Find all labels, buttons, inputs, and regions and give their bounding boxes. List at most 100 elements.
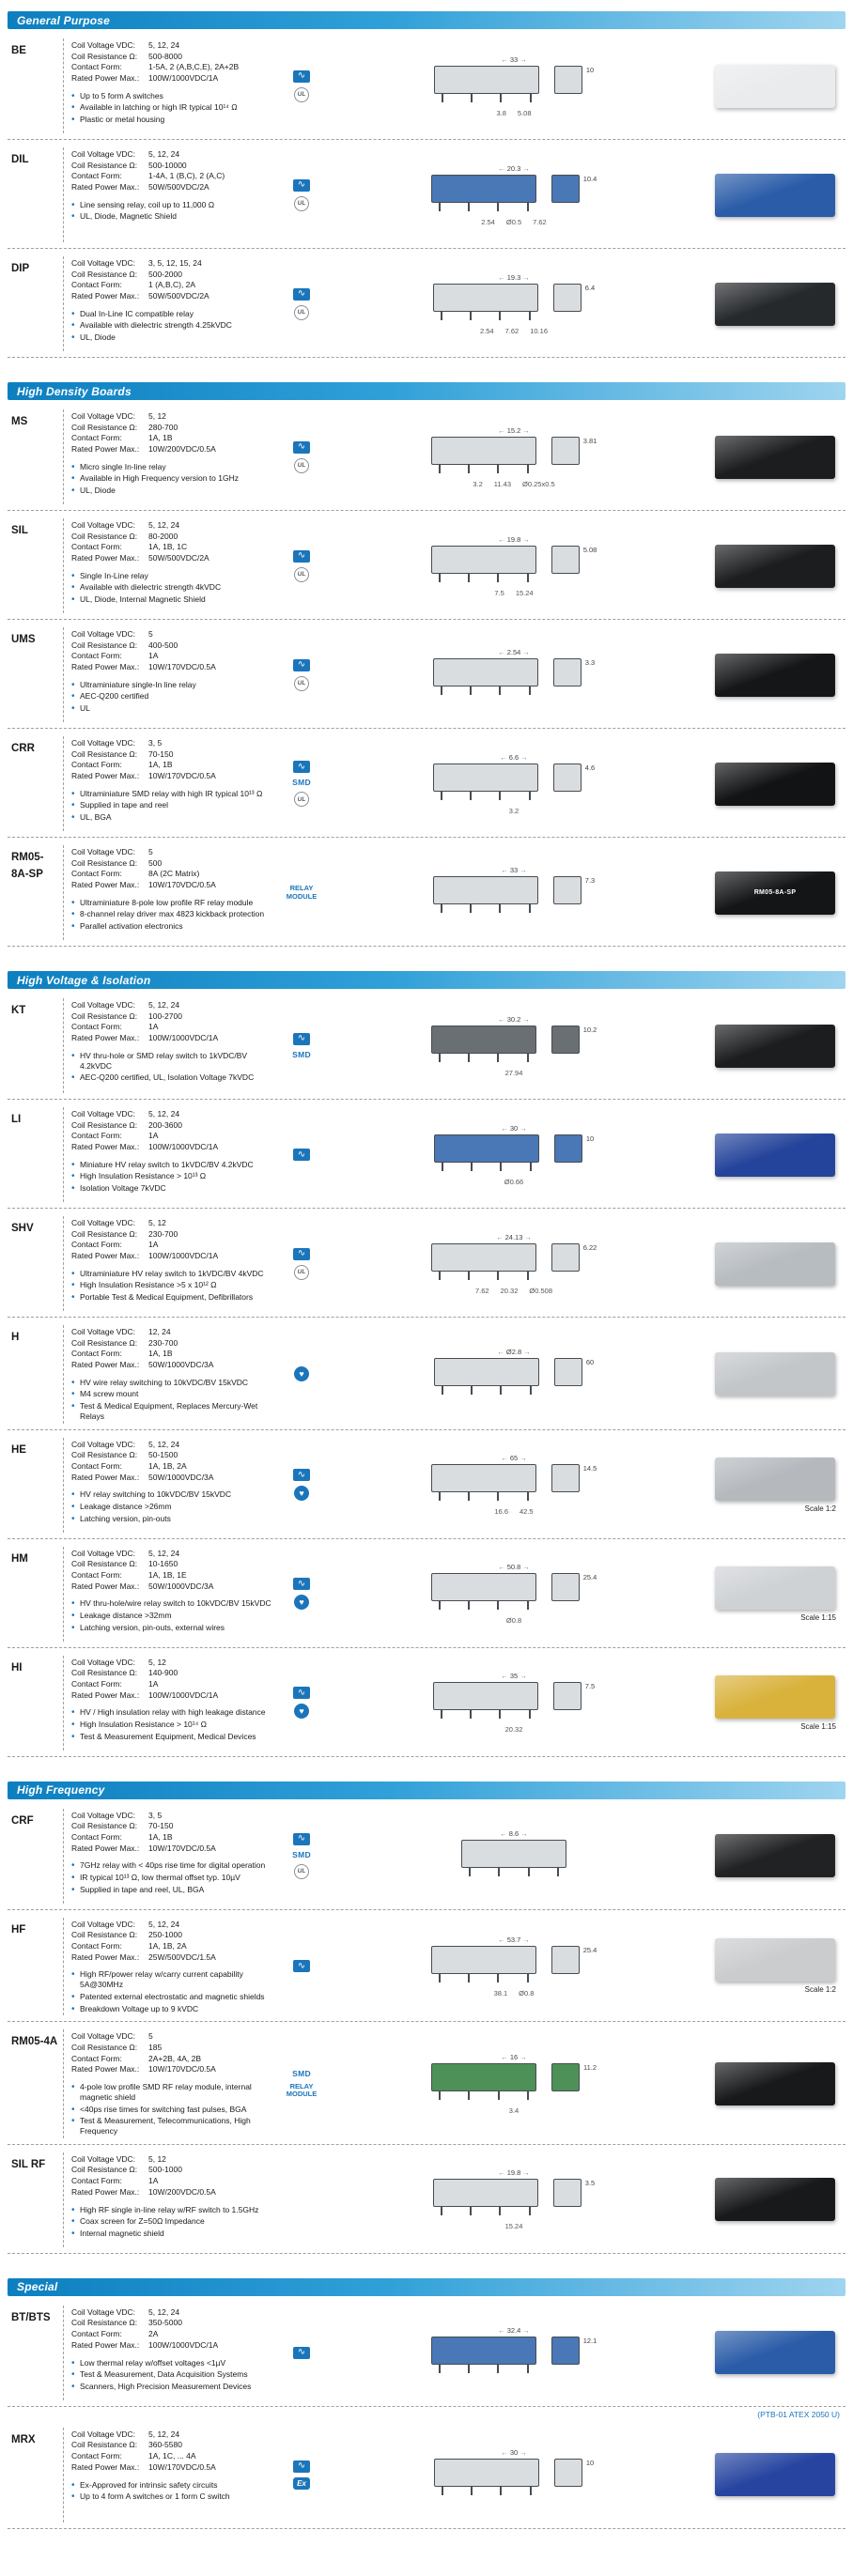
- spec-label-coil-resistance: Coil Resistance Ω:: [71, 51, 138, 61]
- feature-bullet: Ex-Approved for intrinsic safety circuit…: [71, 2479, 276, 2491]
- dimension-value: 2.54: [480, 326, 494, 335]
- relay-side-outline: [551, 174, 580, 203]
- product-info: Coil Voltage VDC: 3, 5, 12, 15, 24 Coil …: [64, 256, 282, 351]
- smd-badge: SMD: [292, 1050, 311, 1059]
- feature-list: Low thermal relay w/offset voltages <1µV…: [71, 2357, 276, 2393]
- spec-value-contact-form: 1A: [148, 651, 159, 661]
- feature-list: Ultraminiature 8-pole low profile RF rel…: [71, 897, 276, 933]
- feature-bullet: Ultraminiature SMD relay with high IR ty…: [71, 788, 276, 800]
- spec-label-rated-power: Rated Power Max.:: [71, 662, 140, 672]
- section-rows: CRF Coil Voltage VDC: 3, 5 Coil Resistan…: [8, 1801, 845, 2254]
- dimension-value: 3.81: [582, 436, 597, 445]
- product-photo: [715, 1242, 835, 1286]
- dimension-value: 60: [585, 1357, 595, 1366]
- drawing-top-view: [432, 283, 538, 320]
- drawing-views: 14.5: [430, 1464, 597, 1502]
- badge-text: ∿: [297, 550, 306, 561]
- dimension-label-top: 24.13: [496, 1233, 532, 1242]
- drawing-top-view: [430, 1025, 536, 1062]
- relay-pins: [438, 1973, 529, 1982]
- spec-value-contact-form: 1A: [148, 1131, 159, 1141]
- dimension-value: 6.22: [582, 1242, 597, 1252]
- feature-list: Line sensing relay, coil up to 11,000 ΩU…: [71, 199, 276, 224]
- medical-heartbeat-icon: ♥: [294, 1366, 309, 1382]
- photo-column: Scale 1:15: [706, 1656, 844, 1751]
- section-rows: KT Coil Voltage VDC: 5, 12, 24 Coil Resi…: [8, 991, 845, 1757]
- spec-value-contact-form: 1A: [148, 1679, 159, 1689]
- drawing-views: 10: [433, 65, 594, 102]
- spec-label-coil-resistance: Coil Resistance Ω:: [71, 2165, 138, 2175]
- spec-label-coil-resistance: Coil Resistance Ω:: [71, 1821, 138, 1831]
- feature-list: Single In-Line relayAvailable with diele…: [71, 570, 276, 606]
- ul-certification-icon: UL: [294, 675, 309, 691]
- spec-value-contact-form: 1A, 1B: [148, 433, 173, 443]
- feature-bullet: High Insulation Resistance > 10¹⁴ Ω: [71, 1719, 276, 1731]
- badge-text: SMD: [292, 1049, 311, 1059]
- spec-table: Coil Voltage VDC: 12, 24 Coil Resistance…: [71, 1327, 276, 1371]
- product-photo: [715, 1133, 835, 1177]
- signal-waveform-icon: ∿: [293, 1469, 310, 1482]
- spec-table: Coil Voltage VDC: 5, 12 Coil Resistance …: [71, 1658, 276, 1702]
- relay-body-outline: [430, 1025, 536, 1054]
- spec-table: Coil Voltage VDC: 5, 12, 24 Coil Resista…: [71, 149, 276, 193]
- product-info: Coil Voltage VDC: 5, 12, 24 Coil Resista…: [64, 2428, 282, 2522]
- spec-label-coil-resistance: Coil Resistance Ω:: [71, 1228, 138, 1239]
- spec-value-contact-form: 1A, 1B, 1C: [148, 542, 188, 552]
- photo-column: [706, 736, 844, 831]
- drawing-views: 7.3: [432, 876, 595, 913]
- product-name-column: DIP: [9, 256, 64, 351]
- dimension-value: 10: [585, 2458, 595, 2467]
- spec-value-rated-power: 100W/1000VDC/1A: [148, 1033, 219, 1043]
- badge-column: ∿UL: [282, 256, 321, 351]
- drawing-side-view: 7.3: [552, 876, 595, 904]
- relay-body-outline: [430, 1945, 536, 1974]
- product-row: MS Coil Voltage VDC: 5, 12 Coil Resistan…: [8, 402, 845, 511]
- spec-label-coil-resistance: Coil Resistance Ω:: [71, 640, 138, 650]
- photo-column: [706, 2152, 844, 2247]
- drawing-top-view: [430, 436, 536, 473]
- spec-value-coil-resistance: 140-900: [148, 1668, 178, 1678]
- drawing-top-view: [461, 1839, 566, 1876]
- relay-pins: [440, 2207, 531, 2216]
- relay-side-outline: [552, 283, 582, 312]
- product-name-column: MRX: [9, 2427, 64, 2522]
- dimension-value: 30: [509, 1123, 519, 1133]
- relay-body-outline: [432, 658, 538, 686]
- dimension-value: 6.4: [584, 283, 596, 292]
- spec-value-coil-resistance: 350-5000: [148, 2318, 182, 2328]
- spec-label-coil-voltage: Coil Voltage VDC:: [71, 2153, 136, 2164]
- spec-label-rated-power: Rated Power Max.:: [71, 1472, 140, 1482]
- drawing-side-view: 10: [553, 65, 594, 94]
- catalog-section: Special BT/BTS Coil Voltage VDC: 5, 12, …: [8, 2277, 845, 2529]
- badge-text: UL: [297, 1868, 306, 1875]
- product-photo: [715, 1024, 835, 1068]
- product-info: Coil Voltage VDC: 5 Coil Resistance Ω: 4…: [64, 627, 282, 722]
- badge-text: RELAY MODULE: [286, 883, 318, 901]
- badge-text: ∿: [297, 288, 306, 299]
- product-info: Coil Voltage VDC: 5, 12, 24 Coil Resista…: [64, 1918, 282, 2016]
- product-row: RM05-8A-SP Coil Voltage VDC: 5 Coil Resi…: [8, 838, 845, 947]
- relay-body-outline: [432, 2179, 538, 2208]
- spec-label-rated-power: Rated Power Max.:: [71, 291, 140, 301]
- product-photo: [715, 2061, 835, 2106]
- feature-bullet: 7GHz relay with < 40ps rise time for dig…: [71, 1859, 276, 1872]
- spec-label-contact-form: Contact Form:: [71, 1832, 122, 1842]
- drawing-views: 7.5: [432, 1682, 595, 1720]
- drawing-views: 5.08: [430, 545, 597, 582]
- feature-bullet: Ultraminiature single-In line relay: [71, 679, 276, 691]
- feature-list: HV thru-hole/wire relay switch to 10kVDC…: [71, 1597, 276, 1633]
- product-name: HF: [11, 1923, 26, 1936]
- badge-text: ∿: [297, 1960, 306, 1971]
- dimension-label-top: 30: [501, 1124, 526, 1133]
- dimension-value: 33: [509, 866, 519, 874]
- badge-column: ∿: [282, 1107, 321, 1202]
- relay-body-outline: [430, 174, 536, 203]
- drawing-top-view: [432, 763, 538, 800]
- section-title: High Frequency: [17, 1783, 105, 1797]
- feature-bullet: Supplied in tape and reel: [71, 799, 276, 811]
- product-name-column: HM: [9, 1546, 64, 1642]
- dimension-values: Ø0.66: [504, 1178, 523, 1186]
